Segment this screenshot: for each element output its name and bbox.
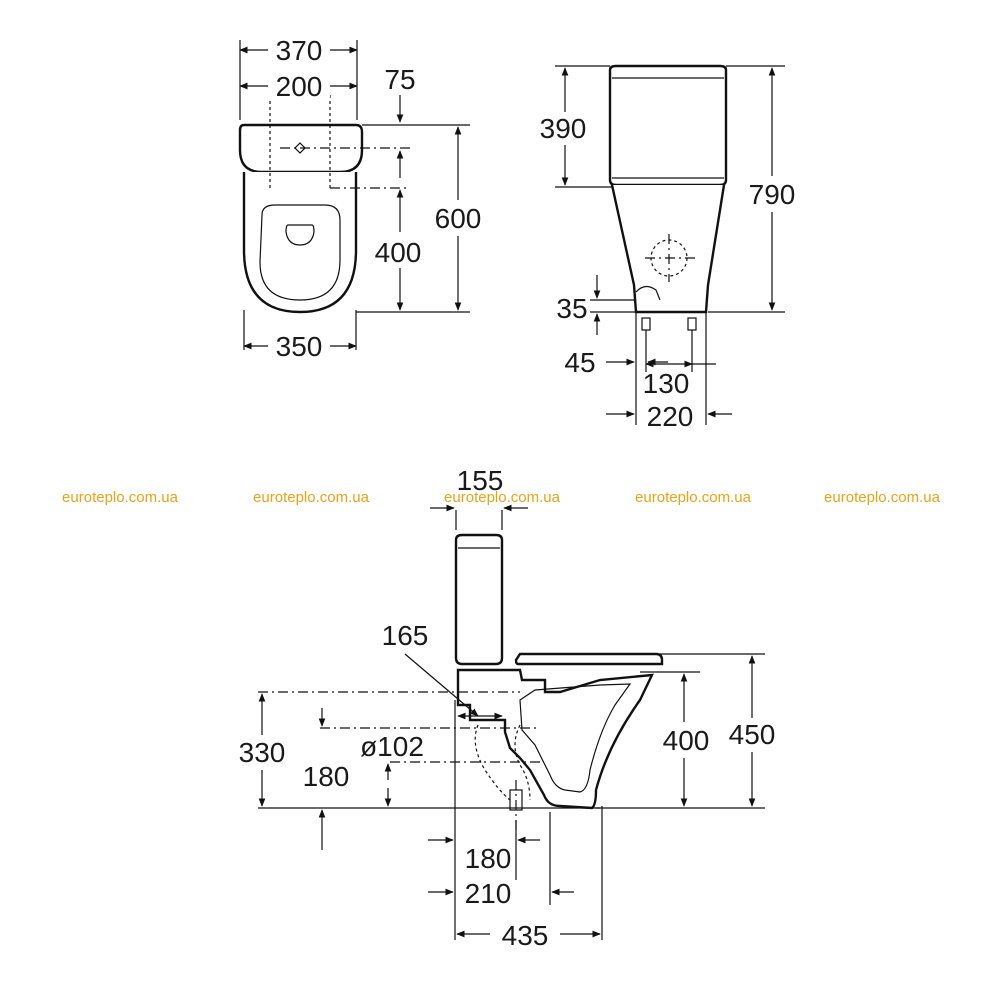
dim-155: 155 — [457, 465, 504, 496]
dim-180-bottom: 180 — [465, 843, 512, 874]
top-view: 370 200 75 400 600 350 — [238, 34, 482, 362]
dim-435: 435 — [502, 920, 549, 951]
watermark-text: euroteplo.com.ua — [635, 489, 752, 506]
dim-390: 390 — [540, 113, 587, 144]
top-view-outlet — [285, 224, 315, 246]
dim-180-left: 180 — [303, 761, 350, 792]
side-view-tank — [454, 533, 504, 666]
dim-600: 600 — [435, 203, 482, 234]
watermarks: euroteplo.com.ua euroteplo.com.ua eurote… — [62, 489, 941, 506]
front-view-tank — [608, 64, 728, 187]
dim-450: 450 — [729, 719, 776, 750]
dim-130: 130 — [643, 368, 690, 399]
side-view-bowl — [456, 668, 655, 810]
dim-400-top: 400 — [375, 237, 422, 268]
watermark-text: euroteplo.com.ua — [824, 489, 941, 506]
dim-400-side: 400 — [663, 725, 710, 756]
dim-350: 350 — [276, 331, 323, 362]
watermark-text: euroteplo.com.ua — [444, 489, 561, 506]
front-view-pedestal — [610, 184, 726, 314]
dim-370: 370 — [276, 35, 323, 66]
dim-165: 165 — [382, 620, 429, 651]
dim-200: 200 — [276, 71, 323, 102]
top-view-inner-bowl — [259, 204, 341, 301]
dim-330: 330 — [239, 737, 286, 768]
side-view: 155 165 330 ø102 180 400 450 180 210 — [239, 465, 776, 951]
flush-button-icon — [294, 142, 306, 154]
front-view-foot — [635, 285, 661, 301]
dim-diameter-102: ø102 — [360, 731, 424, 762]
side-view-trap — [519, 683, 632, 793]
dim-210: 210 — [465, 878, 512, 909]
dim-35: 35 — [556, 293, 587, 324]
dim-220: 220 — [647, 401, 694, 432]
side-view-seat — [514, 652, 664, 666]
front-view: 390 790 35 45 130 220 — [540, 64, 796, 432]
dim-790: 790 — [749, 179, 796, 210]
top-view-bowl — [242, 172, 358, 314]
watermark-text: euroteplo.com.ua — [62, 489, 179, 506]
dim-45: 45 — [564, 347, 595, 378]
dim-75: 75 — [384, 64, 415, 95]
watermark-text: euroteplo.com.ua — [253, 489, 370, 506]
